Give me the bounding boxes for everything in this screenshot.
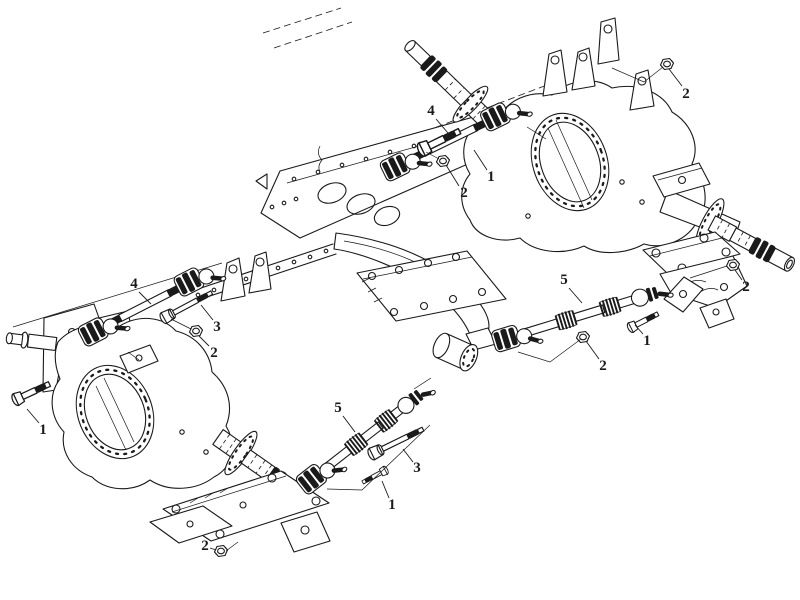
torque-rod-mount [663, 276, 704, 313]
rubber-boot [748, 237, 762, 255]
torque-rod-4-lower [76, 256, 227, 350]
nut-2-upper [435, 154, 451, 168]
frame-bracket-upper [597, 17, 620, 65]
callout-label-3: 3 [413, 460, 421, 476]
callout-label-2: 2 [460, 185, 468, 201]
callout-leader-line [445, 164, 460, 187]
callout-leader-line [402, 448, 414, 463]
torque-rod-mount [119, 344, 159, 374]
rear-bracket-towers [542, 47, 655, 111]
callout-leader-line [198, 335, 210, 347]
callout-label-4: 4 [427, 103, 435, 119]
callout-label-4: 4 [130, 276, 138, 292]
rod-bushing-eye [490, 318, 543, 356]
callout-leader-line [668, 68, 683, 87]
torque-rod-5-upper [490, 287, 674, 357]
callout-label-5: 5 [334, 400, 342, 416]
callout-leader-line [200, 304, 214, 321]
callout-label-1: 1 [643, 333, 651, 349]
bolt-1-right [625, 308, 661, 335]
callout-label-3: 3 [213, 319, 221, 335]
callout-label-5: 5 [560, 272, 568, 288]
nut-2-right [725, 258, 741, 272]
callout-leader-line [585, 340, 600, 360]
spring-seat-plate [652, 162, 711, 198]
rear-spring-seat-bracket [642, 231, 748, 329]
callout-leader-line [138, 291, 152, 305]
front-diff-housing [51, 317, 233, 490]
callout-label-1: 1 [39, 422, 47, 438]
frame-rail-hidden-line [262, 7, 342, 34]
bolt-1-left [9, 377, 53, 408]
callout-leader-line [634, 324, 644, 335]
adjuster-ribs [554, 308, 578, 332]
callout-leader-line [26, 408, 40, 424]
callout-leader-line [473, 149, 488, 171]
frame-rail-hidden-line [273, 21, 353, 49]
nut-2-mid-left [188, 324, 204, 338]
bolt-1-lower [360, 464, 390, 487]
rear-axle-assembly [404, 39, 796, 329]
torque-rod-5-lower [294, 389, 436, 499]
callout-label-2: 2 [201, 538, 209, 554]
callout-label-1: 1 [487, 169, 495, 185]
callout-leader-line [568, 287, 583, 304]
callout-label-1: 1 [388, 497, 396, 513]
phantom-lines [127, 66, 728, 552]
callout-leader-line [734, 269, 743, 281]
nut-2-bottom [213, 544, 229, 558]
callout-layer: 4 1 2 2 2 1 5 2 4 3 2 1 5 3 1 2 [26, 68, 750, 554]
front-axle-stub [5, 331, 58, 352]
front-spring-seat [149, 470, 331, 553]
callout-leader-line [435, 118, 449, 134]
center-spring-plate [356, 250, 507, 322]
callout-leader-line [342, 415, 356, 433]
front-bracket-towers [119, 251, 272, 374]
callout-leader-line [209, 547, 217, 551]
callout-label-2: 2 [682, 86, 690, 102]
rubber-boot [431, 66, 448, 83]
callout-label-2: 2 [210, 345, 218, 361]
rear-diff-housing [461, 80, 706, 254]
frame-tab [255, 173, 268, 190]
rear-axle-shaft-right [652, 162, 796, 272]
bump-stop-cylinder [432, 332, 479, 372]
callout-label-2: 2 [742, 279, 750, 295]
front-axle-assembly [5, 251, 331, 553]
callout-leader-line [381, 480, 390, 499]
callout-label-2: 2 [599, 358, 607, 374]
